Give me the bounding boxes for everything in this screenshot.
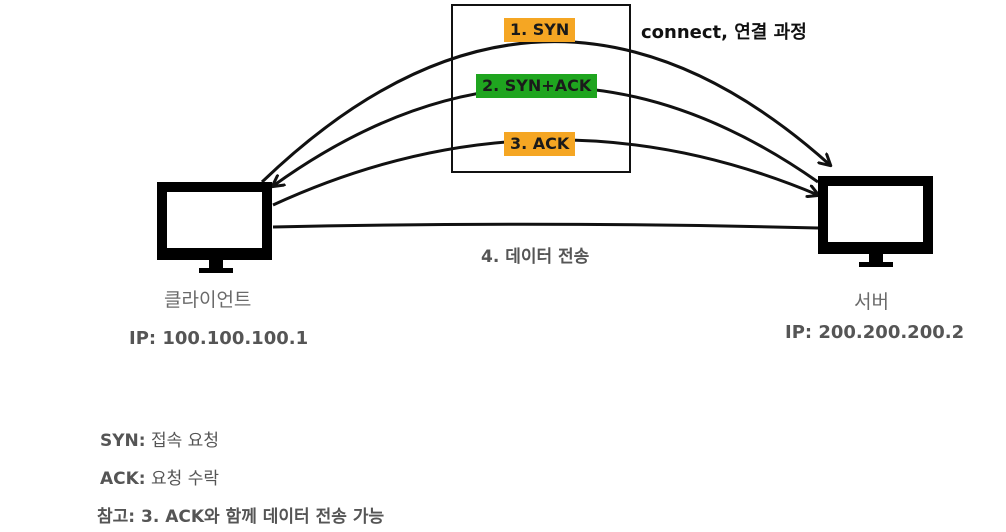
legend-syn-key: SYN: — [100, 431, 146, 451]
server-ip: IP: 200.200.200.2 — [785, 322, 965, 343]
legend-note: 참고: 3. ACK와 함께 데이터 전송 가능 — [97, 502, 384, 527]
syn-arrow — [260, 40, 830, 184]
legend-note-text: 3. ACK와 함께 데이터 전송 가능 — [135, 507, 385, 527]
client-monitor-icon — [157, 182, 272, 273]
client-ip: IP: 100.100.100.1 — [129, 328, 309, 349]
legend-note-key: 참고: — [97, 507, 136, 527]
step-syn-label: 1. SYN — [504, 18, 576, 42]
data-transfer-label: 4. 데이터 전송 — [481, 247, 590, 267]
legend-ack-key: ACK: — [100, 469, 146, 489]
legend-ack-text: 요청 수락 — [145, 469, 219, 489]
legend-ack: ACK: 요청 수락 — [100, 464, 219, 489]
step-syn-ack-label: 2. SYN+ACK — [476, 74, 598, 98]
connect-box — [451, 4, 631, 173]
legend-syn: SYN: 접속 요청 — [100, 426, 219, 451]
legend-syn-text: 접속 요청 — [145, 431, 219, 451]
server-caption: 서버 — [854, 291, 889, 313]
diagram-title: connect, 연결 과정 — [641, 22, 807, 43]
server-monitor-icon — [818, 176, 933, 267]
step-ack-label: 3. ACK — [504, 132, 576, 156]
data-transfer-line — [272, 222, 819, 230]
client-caption: 클라이언트 — [164, 289, 252, 311]
